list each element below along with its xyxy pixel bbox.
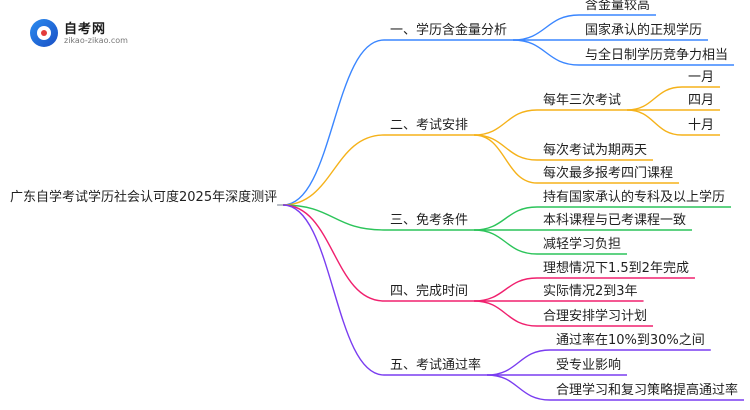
branch-2-item: 每次考试为期两天 [543,143,648,158]
branch-3-item: 本科课程与已考课程一致 [543,213,687,228]
branch-2-item: 每年三次考试 [543,93,622,108]
branch-1-item: 与全日制学历竞争力相当 [585,48,729,63]
branch-connector [513,39,580,66]
branch-3-item: 减轻学习负担 [543,237,622,252]
branch-connector [474,277,538,302]
branch-5-item: 通过率在10%到30%之间 [556,333,705,348]
branch-connector [474,206,538,231]
branch-connector [474,229,538,255]
branch-4-item: 合理安排学习计划 [543,309,648,324]
branch-1-item: 含金量较高 [585,0,651,13]
branch-2-subitem: 四月 [688,93,715,108]
branch-connector [474,300,538,327]
logo-domain: zikao-zikao.com [64,36,128,45]
root-connector [283,204,385,376]
root-connector [283,39,385,206]
branch-4-label: 四、完成时间 [390,284,469,299]
branch-connector [513,14,580,41]
root-connector [283,204,385,231]
branch-5-item: 受专业影响 [556,358,622,373]
branch-1-label: 一、学历含金量分析 [390,23,508,38]
branch-connector [474,134,538,184]
branch-connector [487,349,551,376]
branch-connector [487,374,551,401]
subitem-connector [627,109,683,136]
branch-2-label: 二、考试安排 [390,118,469,133]
logo-icon [30,19,58,47]
branch-5-item: 合理学习和复习策略提高通过率 [556,383,739,398]
subitem-connector [627,86,683,111]
branch-1-item: 国家承认的正规学历 [585,23,703,38]
branch-4-item: 理想情况下1.5到2年完成 [543,261,689,276]
logo-title: 自考网 [64,22,107,37]
branch-3-item: 持有国家承认的专科及以上学历 [543,190,726,205]
branch-2-subitem: 十月 [688,118,715,133]
root-topic: 广东自学考试学历社会认可度2025年深度测评 [10,190,278,205]
branch-connector [474,134,538,161]
branch-2-item: 每次最多报考四门课程 [543,166,674,181]
site-logo: 自考网 zikao-zikao.com [30,18,150,48]
branch-3-label: 三、免考条件 [390,213,469,228]
branch-2-subitem: 一月 [688,70,715,85]
branch-5-label: 五、考试通过率 [390,358,482,373]
root-connector [283,134,385,206]
branch-4-item: 实际情况2到3年 [543,284,638,299]
root-connector [283,204,385,302]
branch-connector [474,109,538,136]
